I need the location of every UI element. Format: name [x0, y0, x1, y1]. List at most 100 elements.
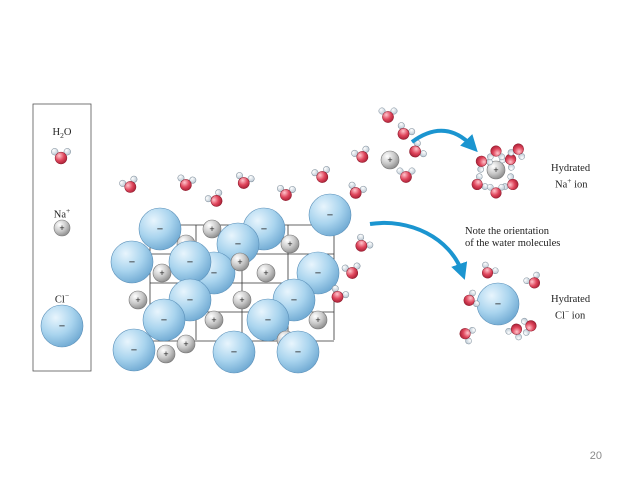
hydrated-chloride-cluster: − — [459, 261, 541, 345]
plus-sign: + — [493, 165, 498, 175]
hydrogen-atom — [498, 153, 505, 161]
legend-box — [32, 103, 92, 372]
plus-sign: + — [59, 223, 64, 233]
minus-sign: − — [291, 295, 297, 307]
plus-sign: + — [163, 349, 168, 359]
hydrogen-atom — [247, 175, 255, 183]
lattice-chloride-ion: − — [142, 298, 186, 342]
hydrogen-atom — [357, 233, 365, 241]
oxygen-atom — [507, 178, 519, 191]
oxygen-atom — [382, 111, 394, 123]
lattice-sodium-ion: + — [202, 219, 222, 239]
oxygen-atom — [124, 181, 137, 193]
legend-chloride-ion: − — [40, 304, 84, 348]
oxygen-atom — [316, 171, 329, 183]
oxygen-atom — [490, 145, 502, 157]
hydrogen-atom — [277, 185, 284, 192]
hydrogen-atom — [204, 195, 212, 203]
oxygen-atom — [490, 187, 502, 199]
hydrogen-atom — [189, 176, 197, 184]
water-molecule — [277, 185, 296, 201]
oxygen-atom — [463, 294, 475, 306]
water-molecule — [397, 122, 416, 140]
hydrated-na-label: Hydrated Na+ ion — [551, 163, 591, 191]
hydrogen-atom — [378, 107, 386, 115]
minus-sign: − — [295, 347, 301, 359]
oxygen-atom — [481, 267, 494, 279]
lattice-sodium-ion: + — [308, 310, 328, 330]
hydrogen-atom — [236, 172, 243, 180]
lattice-chloride-ion: − — [276, 330, 320, 374]
oxygen-atom — [475, 155, 487, 167]
water-molecule — [351, 145, 370, 163]
plus-sign: + — [159, 268, 164, 278]
hydrogen-atom — [507, 149, 515, 156]
oxygen-atom — [409, 145, 421, 158]
legend-symbols: +− — [40, 148, 84, 348]
hydrogen-atom — [342, 291, 350, 299]
hydrogen-atom — [177, 174, 185, 182]
orientation-note: Note the orientation of the water molecu… — [465, 226, 561, 249]
dissolving-chloride-ion: − — [308, 193, 352, 237]
water-molecule — [204, 189, 223, 207]
lattice-sodium-ion: + — [230, 252, 250, 272]
hydrogen-atom — [505, 327, 512, 335]
water-molecule — [177, 174, 197, 191]
oxygen-atom — [528, 277, 541, 289]
minus-sign: − — [131, 345, 137, 357]
lattice-sodium-ion: + — [204, 310, 224, 330]
water-molecule — [51, 148, 71, 165]
hydrogen-atom — [473, 300, 480, 308]
hydrogen-atom — [482, 261, 489, 269]
minus-sign: − — [211, 268, 217, 280]
plus-sign: + — [239, 295, 244, 305]
water-molecule — [348, 181, 367, 199]
lattice-chloride-ion: − — [168, 240, 212, 284]
hydrogen-atom — [487, 153, 494, 161]
water-molecule — [378, 107, 398, 123]
oxygen-atom — [512, 143, 524, 155]
hydrated-sodium-cluster: + — [471, 143, 526, 199]
water-molecule — [355, 233, 374, 252]
oxygen-atom — [505, 153, 517, 165]
oxygen-atom — [331, 291, 344, 303]
oxygen-atom — [280, 189, 292, 201]
water-molecule — [236, 172, 255, 189]
hydrogen-atom — [518, 153, 526, 160]
hydrogen-atom — [408, 167, 416, 175]
hydrogen-atom — [323, 166, 330, 174]
page-number: 20 — [589, 450, 602, 462]
water-molecule — [507, 143, 526, 160]
legend-sodium-ion: + — [53, 219, 71, 237]
free-water-molecules: −+ — [119, 107, 427, 303]
oxygen-atom — [356, 151, 369, 163]
hydrogen-atom — [63, 148, 71, 156]
hydrogen-atom — [390, 107, 398, 115]
lattice-chloride-ion: − — [138, 207, 182, 251]
oxygen-atom — [400, 171, 412, 183]
hydrogen-atom — [362, 145, 370, 153]
oxygen-atom — [210, 195, 223, 207]
hydrogen-atom — [359, 185, 367, 193]
minus-sign: − — [235, 239, 241, 251]
plus-sign: + — [315, 315, 320, 325]
water-molecule — [505, 323, 523, 341]
hydrogen-atom — [481, 183, 489, 190]
lattice-chloride-ion: − — [112, 328, 156, 372]
oxygen-atom — [510, 323, 523, 335]
plus-sign: + — [209, 224, 214, 234]
minus-sign: − — [261, 224, 267, 236]
hydrogen-atom — [341, 264, 349, 272]
lattice-chloride-ion: − — [246, 298, 290, 342]
nacl-crystal-lattice: −+−+−+−+−+−−++−+−−+−+−+−+−+ — [110, 207, 340, 374]
lattice-sodium-ion: + — [176, 334, 196, 354]
hydrated-chloride-ion: − — [476, 282, 520, 326]
lattice-chloride-ion: − — [296, 251, 340, 295]
oxygen-atom — [237, 177, 250, 189]
oxygen-atom — [397, 128, 410, 140]
minus-sign: − — [315, 268, 321, 280]
hydrogen-atom — [508, 164, 515, 171]
water-molecule — [341, 262, 361, 279]
oxygen-atom — [349, 187, 362, 199]
